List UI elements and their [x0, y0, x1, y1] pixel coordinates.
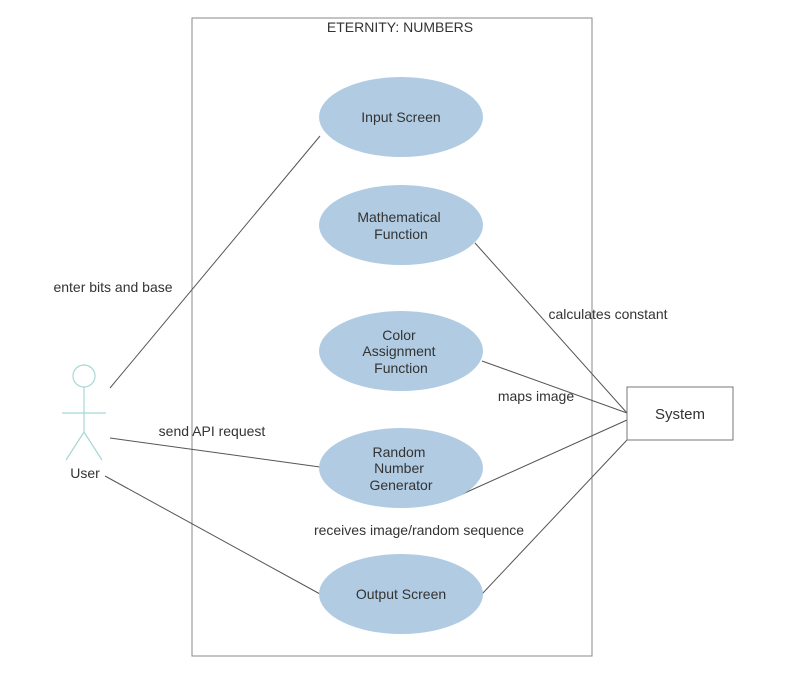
use-case-label: Number	[374, 460, 424, 476]
actor-system-label: System	[655, 406, 705, 423]
use-case-mathematical-function[interactable]: Mathematical Function	[319, 185, 483, 265]
use-case-label: Input Screen	[361, 109, 440, 125]
association-color-system	[481, 360, 628, 414]
system-boundary	[191, 17, 593, 657]
association-output-system	[481, 439, 628, 595]
association-label-math-system: calculates constant	[548, 306, 667, 322]
use-case-output-screen[interactable]: Output Screen	[319, 554, 483, 634]
association-math-system	[474, 242, 628, 414]
actor-user-label: User	[70, 465, 100, 481]
association-user-input	[109, 135, 321, 389]
use-case-color-assignment-function[interactable]: Color Assignment Function	[319, 311, 483, 391]
association-user-output	[104, 475, 321, 595]
association-rng-system	[457, 419, 628, 497]
use-case-label: Random	[373, 444, 426, 460]
use-case-label: Mathematical	[357, 209, 440, 225]
stick-figure-icon	[62, 364, 106, 461]
use-case-label: Output Screen	[356, 586, 446, 602]
use-case-label: Function	[374, 226, 428, 242]
use-case-label: Function	[374, 360, 428, 376]
use-case-label: Generator	[369, 477, 432, 493]
boundary-title: ETERNITY: NUMBERS	[327, 19, 473, 35]
actor-system[interactable]: System	[626, 386, 734, 441]
use-case-label: Color	[382, 327, 416, 343]
use-case-label: Assignment	[362, 343, 435, 359]
association-user-rng	[109, 437, 321, 468]
use-case-input-screen[interactable]: Input Screen	[319, 77, 483, 157]
association-label-output-system: receives image/random sequence	[314, 522, 524, 538]
association-label-color-system: maps image	[498, 388, 574, 404]
use-case-random-number-generator[interactable]: Random Number Generator	[319, 428, 483, 508]
actor-user[interactable]: User	[62, 364, 106, 481]
association-label-user-input: enter bits and base	[53, 279, 172, 295]
association-label-user-rng: send API request	[159, 423, 266, 439]
